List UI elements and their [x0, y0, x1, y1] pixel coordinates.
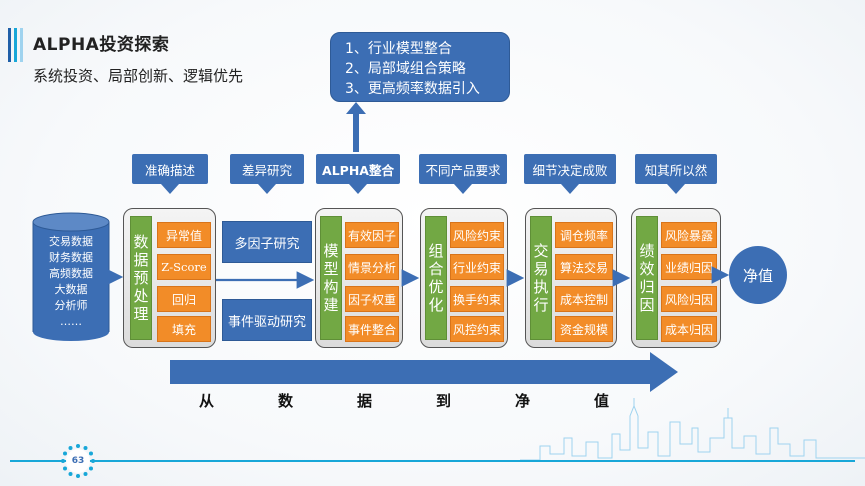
callout-arrow-icon	[561, 184, 579, 194]
stage-item: 事件整合	[345, 316, 399, 342]
data-source-item: 高频数据	[49, 267, 93, 280]
stage-item: 行业约束	[450, 254, 504, 280]
callout-arrow-icon	[454, 184, 472, 194]
stage-item: 因子权重	[345, 286, 399, 312]
title-accent-bars	[8, 28, 28, 62]
data-source-item: 分析师	[54, 299, 88, 312]
flow-word: 据	[357, 392, 373, 410]
flow-word: 净	[515, 392, 531, 410]
callout-arrow-icon	[258, 184, 276, 194]
callout-box: 不同产品要求	[419, 154, 507, 184]
goal-item: 2、局部域组合策略	[345, 61, 466, 77]
up-arrow-to-goals	[346, 102, 366, 152]
stage-item: 异常值	[157, 222, 211, 248]
stage-item: 成本控制	[555, 286, 613, 312]
data-source-item: 财务数据	[49, 251, 93, 264]
stage-item: 成本归因	[661, 316, 717, 342]
flow-arrow	[170, 352, 678, 392]
data-source-cylinder	[32, 212, 110, 341]
callout-group: 差异研究	[230, 154, 304, 194]
callout-box: 准确描述	[132, 154, 208, 184]
stage-label: 组合优化	[425, 216, 447, 340]
callout-group: 不同产品要求	[419, 154, 507, 194]
flow-word: 到	[436, 392, 452, 410]
data-source-item: 交易数据	[49, 235, 93, 248]
page-number-ring	[61, 444, 95, 478]
stage-item: 情景分析	[345, 254, 399, 280]
stage-label: 模型构建	[320, 216, 342, 340]
city-skyline-decoration	[520, 398, 865, 461]
callout-group: 细节决定成败	[524, 154, 616, 194]
callout-group: ALPHA整合	[316, 154, 400, 194]
page-title: ALPHA投资探索	[33, 35, 170, 55]
stage-item: 风控约束	[450, 316, 504, 342]
stage-item: 风险约束	[450, 222, 504, 248]
stage-item: 业绩归因	[661, 254, 717, 280]
stage-item: 换手约束	[450, 286, 504, 312]
net-value-circle: 净值	[729, 246, 787, 304]
data-source-item: ……	[60, 315, 82, 328]
callout-arrow-icon	[161, 184, 179, 194]
callout-box: 知其所以然	[635, 154, 717, 184]
stage-item: 资金规模	[555, 316, 613, 342]
research-box-event-driven: 事件驱动研究	[222, 299, 312, 341]
stage-item: 风险归因	[661, 286, 717, 312]
stage-label: 交易执行	[530, 216, 552, 340]
stage-label: 绩效归因	[636, 216, 658, 340]
stage-item: 调仓频率	[555, 222, 613, 248]
footer-line	[10, 460, 855, 462]
stage-label: 数据预处理	[130, 216, 152, 340]
stage-item: 回归	[157, 286, 211, 312]
callout-arrow-icon	[667, 184, 685, 194]
research-box-multifactor: 多因子研究	[222, 221, 312, 263]
stage-item: 算法交易	[555, 254, 613, 280]
stage-item: Z-Score	[157, 254, 211, 280]
goals-box: 1、行业模型整合 2、局部域组合策略 3、更高频率数据引入	[330, 32, 510, 102]
page-subtitle: 系统投资、局部创新、逻辑优先	[33, 67, 244, 85]
stage-item: 有效因子	[345, 222, 399, 248]
stage-item: 填充	[157, 316, 211, 342]
callout-arrow-icon	[349, 184, 367, 194]
flow-word: 值	[594, 392, 610, 410]
stage-item: 风险暴露	[661, 222, 717, 248]
page-number: 63	[66, 449, 90, 473]
callout-group: 知其所以然	[635, 154, 717, 194]
data-source-list: 交易数据 财务数据 高频数据 大数据 分析师 ……	[32, 234, 110, 330]
callout-group: 准确描述	[132, 154, 208, 194]
callout-box: ALPHA整合	[316, 154, 400, 184]
data-source-item: 大数据	[54, 283, 88, 296]
flow-word: 从	[199, 392, 215, 410]
goal-item: 1、行业模型整合	[345, 41, 452, 57]
callout-box: 细节决定成败	[524, 154, 616, 184]
callout-box: 差异研究	[230, 154, 304, 184]
goal-item: 3、更高频率数据引入	[345, 81, 480, 97]
flow-word: 数	[278, 392, 294, 410]
